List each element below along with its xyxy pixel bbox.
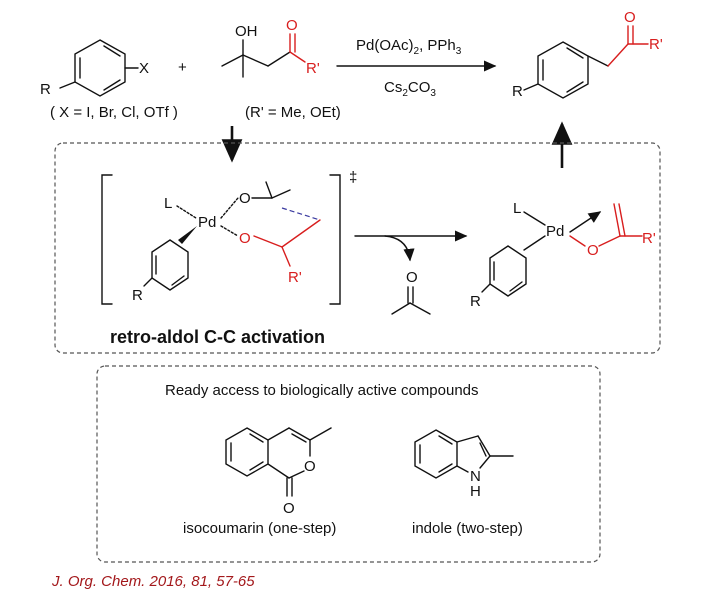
product-r-label: R [512,83,523,100]
reagent-catalyst: Pd(OAc)2, PPh3 [356,37,462,57]
indole-h-label: H [470,483,481,500]
oh-label: OH [235,23,258,40]
int-r-label: R [470,293,481,310]
pd-enolate-structure: L Pd O R' R [470,200,656,310]
reagent-base: Cs2CO3 [384,79,436,99]
hydroxy-ketone-structure: OH O R' [221,17,320,78]
applications-box [96,365,601,563]
ts-r-label: R [132,287,143,304]
acetone-o-label: O [406,269,418,286]
aryl-r-label: R [40,81,51,98]
ketone-o-label: O [286,17,298,34]
indole-n-label: N [470,468,481,485]
ketone-note: (R' = Me, OEt) [245,104,341,121]
int-r-prime-label: R' [642,230,656,247]
aryl-halide-structure: X R [40,39,149,98]
indole-structure: N H [414,429,514,500]
mechanism-box [54,142,661,354]
int-pd-label: Pd [546,223,564,240]
indole-label: indole (two-step) [412,520,523,537]
acetone-structure: O [391,269,431,315]
product-structure: O R' R [512,9,663,100]
applications-title: Ready access to biologically active comp… [165,382,479,399]
isocoumarin-label: isocoumarin (one-step) [183,520,336,537]
product-r-prime-label: R' [649,36,663,53]
ts-right-bracket [329,174,341,305]
ts-r-prime-label: R' [288,269,302,286]
ts-pd-label: Pd [198,214,216,231]
ts-dagger: ‡ [349,169,357,186]
int-o-label: O [587,242,599,259]
ts-o1-label: O [239,190,251,207]
mechanism-caption: retro-aldol C-C activation [110,327,325,347]
isocoumarin-carbonyl-o: O [283,500,295,517]
transition-state-structure: L Pd O O R' R [132,181,321,304]
product-o-label: O [624,9,636,26]
aryl-x-label: X [139,60,149,77]
citation: J. Org. Chem. 2016, 81, 57-65 [51,573,255,590]
aryl-x-note: ( X = I, Br, Cl, OTf ) [50,104,178,121]
int-l-label: L [513,200,521,217]
isocoumarin-ring-o: O [304,458,316,475]
ts-left-bracket [101,174,113,305]
byproduct-arrow [384,235,415,262]
ketone-r-prime-label: R' [306,60,320,77]
ts-l-label: L [164,195,172,212]
plus-sign: + [178,59,187,76]
ts-o2-label: O [239,230,251,247]
isocoumarin-structure: O O [225,427,332,517]
